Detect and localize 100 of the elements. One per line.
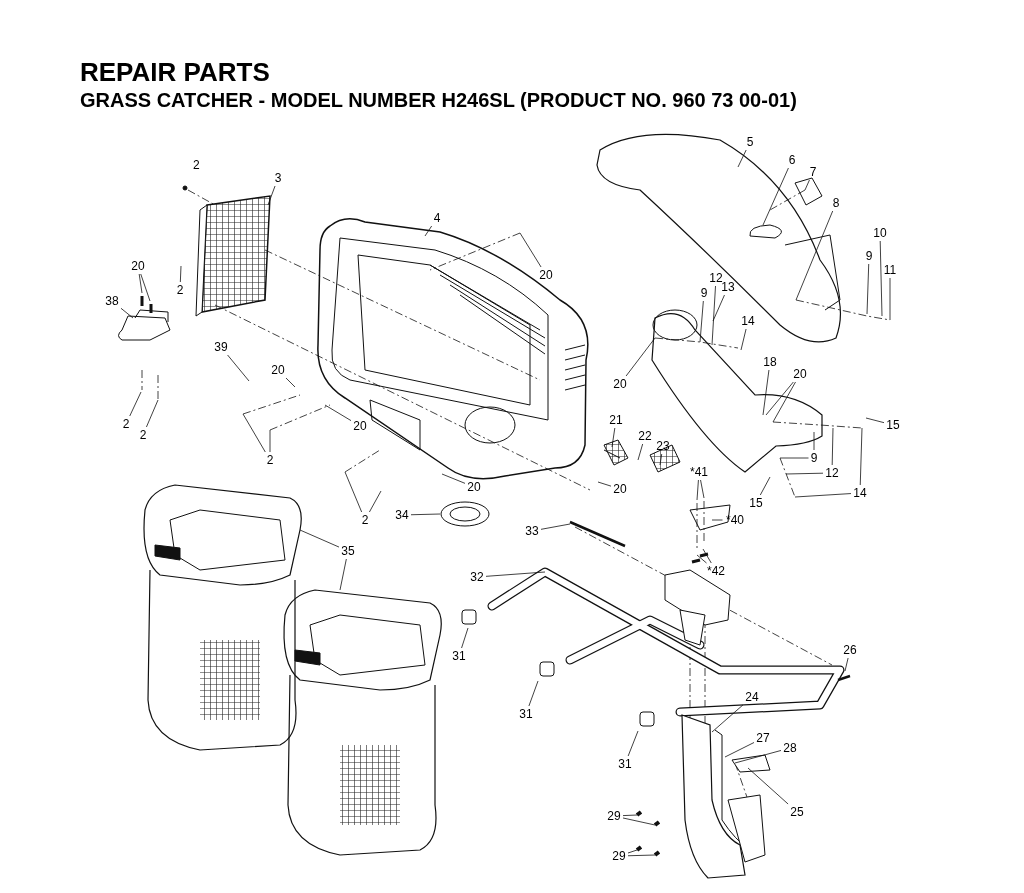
callout-number: 2 <box>137 427 149 443</box>
callout-number: 32 <box>468 569 486 585</box>
callout-number: 20 <box>791 366 809 382</box>
leader-line <box>461 627 469 649</box>
leader-line <box>724 742 755 758</box>
leader-line <box>242 413 266 453</box>
leader-line <box>339 558 347 591</box>
callout-number: 5 <box>744 134 756 150</box>
leader-line <box>813 431 815 451</box>
callout-number: *40 <box>722 512 748 528</box>
callout-number: 2 <box>264 452 276 468</box>
leader-line <box>696 554 707 564</box>
leader-line <box>597 481 612 487</box>
leader-line <box>324 404 352 421</box>
callout-number: 2 <box>193 158 200 173</box>
callout-number: 15 <box>884 417 902 433</box>
callout-number: 2 <box>174 282 186 298</box>
callout-number: 20 <box>269 362 287 378</box>
subtitle: GRASS CATCHER - MODEL NUMBER H246SL (PRODUCT NO. 960 73 00-01) <box>80 88 797 113</box>
callout-number: 20 <box>351 418 369 434</box>
callout-number: 20 <box>611 376 629 392</box>
leader-line <box>410 513 441 516</box>
leader-line <box>622 817 656 826</box>
leader-line <box>441 473 466 484</box>
callout-number: 12 <box>823 465 841 481</box>
callout-number: 29 <box>610 848 628 864</box>
callout-number: *41 <box>686 464 712 480</box>
leader-line <box>269 429 271 453</box>
leader-line <box>879 240 883 317</box>
leader-line <box>865 417 885 424</box>
leader-line <box>759 476 771 496</box>
leader-line <box>866 263 870 315</box>
callout-number: 15 <box>747 495 765 511</box>
leader-line <box>700 479 705 499</box>
leader-line <box>765 381 794 416</box>
callout-number: 10 <box>871 225 889 241</box>
callout-number: 26 <box>841 642 859 658</box>
leader-line <box>702 548 712 564</box>
leader-line <box>831 427 834 466</box>
callout-number: 9 <box>698 285 710 301</box>
callout-number: 34 <box>393 507 411 523</box>
callout-number: 2 <box>120 416 132 432</box>
leader-line <box>622 814 638 816</box>
callout-number: 20 <box>611 481 629 497</box>
leader-line <box>627 849 638 854</box>
leader-line <box>369 490 382 513</box>
callout-number: 25 <box>788 804 806 820</box>
callout-number: 20 <box>537 267 555 283</box>
callout-number: 33 <box>523 523 541 539</box>
callout-number: 7 <box>807 164 819 180</box>
leader-line <box>712 294 725 322</box>
callout-number: 39 <box>212 339 230 355</box>
leader-line <box>762 167 789 226</box>
leader-line <box>659 453 663 466</box>
leader-line <box>138 273 143 294</box>
leader-line <box>146 399 159 428</box>
leader-line <box>844 657 849 672</box>
leader-line <box>627 854 656 857</box>
leader-line <box>747 767 789 805</box>
leader-line <box>267 185 276 206</box>
leader-line <box>485 571 546 577</box>
leader-line <box>611 427 616 448</box>
leader-line <box>637 443 644 461</box>
leader-line <box>528 680 539 707</box>
callout-number: 20 <box>465 479 483 495</box>
leader-line <box>285 377 296 388</box>
callout-number: 14 <box>739 313 757 329</box>
leader-line <box>737 149 747 168</box>
page-title: REPAIR PARTS <box>80 56 270 89</box>
callout-number: 27 <box>754 730 772 746</box>
callout-number: 38 <box>103 293 121 309</box>
callout-number: 14 <box>851 485 869 501</box>
leader-line <box>540 523 571 530</box>
callout-number: 6 <box>786 152 798 168</box>
callout-number: 18 <box>761 354 779 370</box>
leader-line <box>519 232 542 268</box>
leader-line <box>795 210 834 301</box>
callout-number: 13 <box>719 279 737 295</box>
leader-line <box>762 369 770 416</box>
leader-line <box>699 300 704 343</box>
callout-number: 3 <box>272 170 284 186</box>
callout-number: 29 <box>605 808 623 824</box>
callout-number: 21 <box>607 412 625 428</box>
callout-number: *42 <box>703 563 729 579</box>
leader-line <box>711 704 744 733</box>
callout-number: 31 <box>517 706 535 722</box>
leader-line <box>779 457 809 459</box>
leader-line <box>140 273 151 302</box>
leader-line <box>794 493 852 498</box>
callout-number: 23 <box>654 438 672 454</box>
leader-line <box>711 519 723 521</box>
leader-line <box>711 285 716 346</box>
callout-number: 4 <box>431 210 443 226</box>
leader-line <box>734 750 782 764</box>
callout-number: 28 <box>781 740 799 756</box>
leader-line <box>424 225 433 237</box>
callout-number: 9 <box>808 450 820 466</box>
leader-line <box>859 427 863 486</box>
callout-number: 20 <box>129 258 147 274</box>
leader-line <box>804 179 810 191</box>
